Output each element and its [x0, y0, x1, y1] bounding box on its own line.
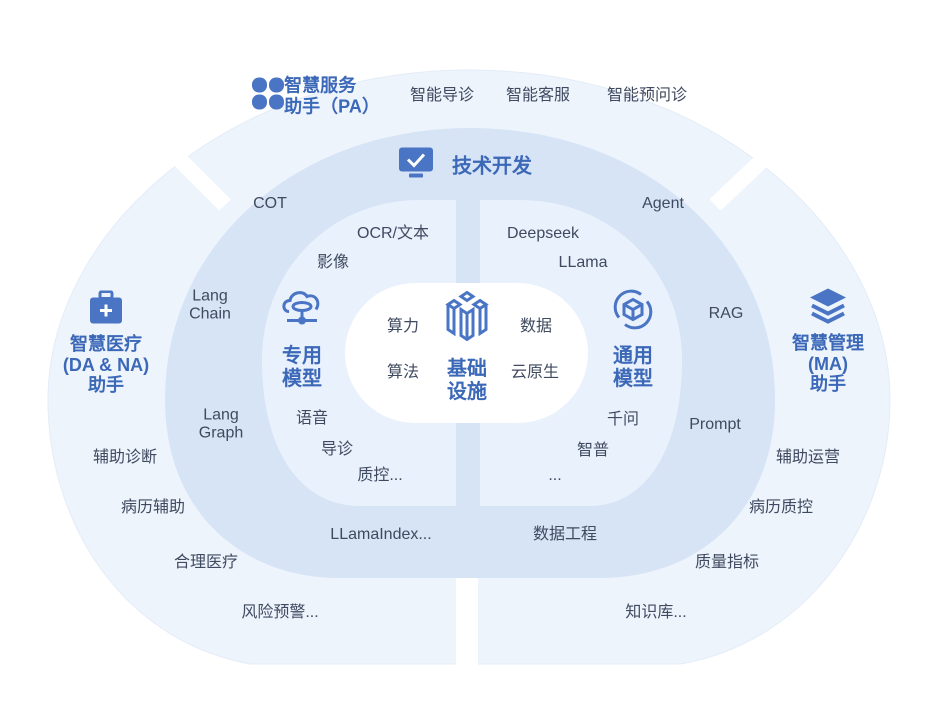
ma-title-line1: 智慧管理: [792, 332, 864, 353]
infra-title-line2: 设施: [447, 381, 487, 403]
general-model-title-line2: 模型: [613, 368, 653, 390]
blocks-icon: [442, 290, 492, 347]
langchain-line2: Chain: [189, 306, 231, 323]
general-model-title: 通用模型: [613, 345, 653, 391]
gap-left: [124, 104, 231, 211]
pa-item: 智能客服: [505, 86, 571, 104]
monitor-check-icon: [398, 147, 434, 186]
langchain-line1: Lang: [192, 287, 228, 305]
special-model-title-line1: 专用: [282, 345, 322, 367]
tech-item-cot: COT: [253, 194, 287, 212]
ma-item: 病历质控: [748, 498, 814, 516]
tech-title: 技术开发: [452, 155, 532, 178]
cloud-network-icon: [279, 288, 325, 333]
ma-item: 知识库...: [625, 603, 687, 621]
da-title-line3: 助手: [87, 375, 124, 396]
special-model-title-line2: 模型: [282, 368, 322, 390]
pa-item: 智能导诊: [409, 86, 475, 104]
special-model-item: 影像: [316, 253, 350, 271]
special-model-item: 质控...: [357, 466, 403, 484]
pa-title-line2: 助手（PA）: [284, 96, 380, 116]
tech-item-prompt: Prompt: [689, 415, 741, 433]
pa-title: 智慧服务助手（PA）: [284, 75, 380, 116]
general-model-item: LLama: [558, 253, 608, 271]
general-model-item: 千问: [606, 410, 640, 428]
infra-item: 算力: [386, 317, 420, 335]
langgraph-line2: Graph: [198, 425, 244, 442]
infra-title-line1: 基础: [447, 358, 487, 380]
da-title: 智慧医疗(DA & NA)助手: [63, 334, 149, 396]
special-model-item: OCR/文本: [356, 224, 430, 242]
general-model-title-line1: 通用: [613, 345, 653, 367]
four-petal-icon: [251, 77, 285, 116]
infra-item: 算法: [386, 363, 420, 381]
special-model-item: 导诊: [320, 440, 354, 458]
general-model-item: 智普: [576, 441, 610, 459]
general-model-item: ...: [548, 466, 562, 484]
general-model-item: Deepseek: [506, 224, 580, 242]
ma-title-line2: (MA): [808, 353, 848, 374]
da-item: 风险预警...: [241, 603, 319, 621]
da-item: 合理医疗: [173, 553, 239, 571]
ma-title-line3: 助手: [810, 374, 846, 395]
tech-item-data-engineering: 数据工程: [532, 525, 598, 543]
da-item: 病历辅助: [120, 498, 186, 516]
ma-title: 智慧管理(MA)助手: [792, 333, 864, 395]
medical-kit-icon: [89, 290, 123, 330]
gap-right: [709, 109, 816, 211]
ma-item: 辅助运营: [775, 448, 841, 466]
infra-item: 云原生: [510, 363, 560, 381]
infra-item: 数据: [519, 317, 553, 335]
da-title-line2: (DA & NA): [62, 354, 150, 375]
tech-item-rag: RAG: [708, 304, 744, 322]
tech-item-agent: Agent: [642, 194, 684, 212]
langgraph-line1: Lang: [203, 406, 239, 424]
pa-item: 智能预问诊: [606, 86, 688, 104]
da-title-line1: 智慧医疗: [69, 333, 142, 354]
infra-pill: [345, 283, 588, 423]
layers-icon: [808, 287, 848, 330]
tech-item-llamaindex: LLamaIndex...: [330, 525, 432, 543]
special-model-title: 专用模型: [282, 345, 322, 391]
cube-cycle-icon: [611, 288, 655, 337]
infra-title: 基础设施: [447, 358, 487, 404]
da-item: 辅助诊断: [92, 448, 158, 466]
pa-title-line1: 智慧服务: [284, 75, 357, 96]
special-model-item: 语音: [295, 409, 329, 427]
ma-item: 质量指标: [694, 553, 760, 571]
